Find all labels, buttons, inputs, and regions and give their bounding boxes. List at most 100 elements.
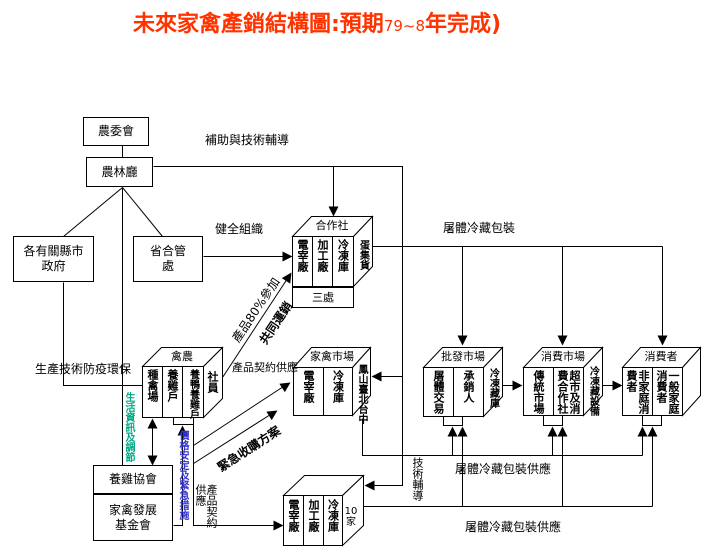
farmers-box-front-face bbox=[142, 366, 204, 418]
cooperative-title: 合作社 bbox=[315, 219, 349, 232]
diagram-title: 未來家禽產銷結構圖:預期79~8年完成) bbox=[133, 14, 501, 36]
product-contract-label: 產品契約 bbox=[205, 484, 218, 528]
connector-farmers-to-plants bbox=[193, 424, 275, 526]
plants-col-2: 加工廠 bbox=[303, 499, 323, 532]
consumers-col-1: 非家庭消費者 bbox=[622, 370, 652, 416]
title-years: 79~8 bbox=[383, 17, 426, 35]
farmers-side-label: 社員 bbox=[206, 371, 219, 393]
arrow-diagonal-icon bbox=[266, 410, 278, 421]
arrow-left-icon bbox=[371, 371, 382, 382]
consumer-market-bottom-connector bbox=[543, 415, 563, 426]
connector-fund-price-stabilization bbox=[173, 434, 183, 526]
plants-col-3-label: 冷凍庫 bbox=[326, 499, 340, 532]
consumers-col-2: 一般家庭消費者 bbox=[652, 370, 682, 416]
consumers-col-1-label: 非家庭消費者 bbox=[625, 370, 650, 414]
consumer-market-col-2: 超市及消費合作社 bbox=[553, 370, 583, 416]
cooperative-admin-line-2: 處 bbox=[161, 259, 174, 273]
arrow-up-icon bbox=[547, 426, 558, 437]
agriculture-forestry-dept-box: 農林廳 bbox=[86, 157, 153, 187]
connector-carcass-supply-upper bbox=[362, 418, 643, 456]
poultry-association-label: 養雞協會 bbox=[108, 472, 157, 486]
farmers-col-2: 養雞戶 bbox=[162, 369, 182, 402]
arrow-right-icon bbox=[282, 251, 293, 262]
consumer-market-side: 冷凍藏設備 bbox=[583, 366, 602, 416]
farmers-col-3: 養鴨養雞戶 bbox=[182, 369, 203, 419]
consumers-title: 消費者 bbox=[644, 350, 678, 363]
wholesale-market-col-1: 屠體交易 bbox=[423, 370, 453, 414]
council-of-agriculture-box: 農委會 bbox=[83, 117, 149, 146]
cooperative-col-1: 電宰廠 bbox=[292, 239, 312, 272]
arrow-diagonal-icon bbox=[279, 382, 291, 393]
arrow-right-icon bbox=[612, 380, 623, 391]
farmers-col-1-label: 種禽場 bbox=[146, 369, 159, 402]
county-governments-line-2: 政府 bbox=[41, 259, 66, 273]
consumer-market-col-1-label: 傳統市場 bbox=[532, 370, 545, 414]
plants-col-3: 冷凍庫 bbox=[323, 499, 342, 532]
plants-box-front-face bbox=[283, 495, 343, 546]
cooperative-col-2-label: 加工廠 bbox=[316, 239, 329, 272]
wholesale-market-col-1-label: 屠體交易 bbox=[432, 370, 445, 414]
cooperative-col-3-label: 冷凍庫 bbox=[336, 239, 350, 272]
arrow-down-icon bbox=[328, 206, 339, 217]
cooperative-side: 蛋集貨 bbox=[354, 240, 371, 270]
wholesale-market-title: 批發市場 bbox=[441, 350, 485, 363]
cooperative-col-3: 冷凍庫 bbox=[332, 239, 353, 272]
connector-farmers-to-coop bbox=[222, 278, 288, 378]
cooperative-bottom-strip: 三處 bbox=[292, 286, 354, 308]
arrow-up-icon bbox=[647, 426, 658, 437]
arrow-down-icon bbox=[457, 335, 468, 346]
connector-farmers-emergency-purchase bbox=[193, 414, 271, 464]
wholesale-market-col-2-label: 承銷人 bbox=[462, 370, 475, 403]
connector-dept-to-coop-admin bbox=[122, 187, 163, 237]
price-stabilization-label: 價格安定及緊急措施 bbox=[177, 430, 188, 520]
plants-col-1: 電宰廠 bbox=[283, 499, 303, 532]
connector-county-to-farmers bbox=[63, 282, 143, 386]
poultry-market-col-1: 電宰廠 bbox=[293, 370, 323, 403]
poultry-market-col-1-label: 電宰廠 bbox=[302, 370, 315, 403]
arrow-diagonal-icon bbox=[281, 272, 292, 284]
connector-farmers-contract-supply bbox=[193, 386, 284, 446]
sound-organization-label: 健全組織 bbox=[215, 222, 264, 236]
agriculture-forestry-dept-label: 農林廳 bbox=[101, 164, 138, 179]
cooperative-admin-box: 省合管 處 bbox=[133, 236, 203, 282]
poultry-market-col-2-label: 冷凍庫 bbox=[331, 370, 345, 403]
development-fund-box: 家禽發展 基金會 bbox=[93, 494, 173, 541]
arrow-right-icon bbox=[273, 520, 284, 531]
info-adjustment: 生活資訊及調節 bbox=[122, 392, 134, 462]
arrow-up-icon bbox=[557, 426, 568, 437]
consumers-bottom-connector bbox=[642, 415, 662, 426]
consumer-market-col-1: 傳統市場 bbox=[523, 370, 553, 414]
cooperative-col-1-label: 電宰廠 bbox=[296, 239, 309, 272]
wholesale-market-col-2: 承銷人 bbox=[453, 370, 483, 403]
wholesale-market-side-label: 冷凍藏庫 bbox=[487, 368, 499, 408]
farmers-col-1: 種禽場 bbox=[142, 369, 162, 402]
product-contract: 產品契約 bbox=[205, 484, 218, 528]
contract-supply-label: 產品契約供應 bbox=[232, 361, 298, 374]
info-adjustment-label: 生活資訊及調節 bbox=[123, 392, 134, 462]
development-fund-line-2: 基金會 bbox=[114, 517, 151, 532]
consumer-market-side-label: 冷凍藏設備 bbox=[587, 366, 599, 416]
wholesale-market-side: 冷凍藏庫 bbox=[483, 368, 502, 408]
county-governments-box: 各有關縣市 政府 bbox=[13, 236, 94, 282]
carcass-supply-upper-label: 屠體冷藏包裝供應 bbox=[455, 462, 552, 476]
consumer-market-title: 消費市場 bbox=[541, 350, 585, 363]
poultry-market-col-2: 冷凍庫 bbox=[323, 370, 352, 403]
supply: 供應 bbox=[194, 484, 207, 506]
arrow-up-icon bbox=[447, 426, 458, 437]
cooperative-box-front-face bbox=[292, 236, 354, 287]
poultry-market-side-label: 鳳山臺北台中 bbox=[356, 364, 367, 424]
carcass-cold-packaging-label: 屠體冷藏包裝 bbox=[443, 221, 516, 235]
cooperative-side-label: 蛋集貨 bbox=[357, 240, 369, 270]
consumer-market-col-2-label: 超市及消費合作社 bbox=[556, 370, 581, 414]
technical-guidance-label: 技術輔導 bbox=[411, 457, 424, 501]
supply-label: 供應 bbox=[194, 484, 207, 506]
farmers-side: 社員 bbox=[203, 371, 221, 393]
development-fund-line-1: 家禽發展 bbox=[108, 502, 157, 517]
connector-dept-to-county bbox=[63, 187, 123, 237]
plants-side-label: 10家 bbox=[344, 506, 358, 528]
technical-guidance: 技術輔導 bbox=[410, 457, 424, 501]
arrow-down-icon bbox=[147, 455, 158, 466]
connector-subsidy-guidance bbox=[153, 166, 403, 486]
